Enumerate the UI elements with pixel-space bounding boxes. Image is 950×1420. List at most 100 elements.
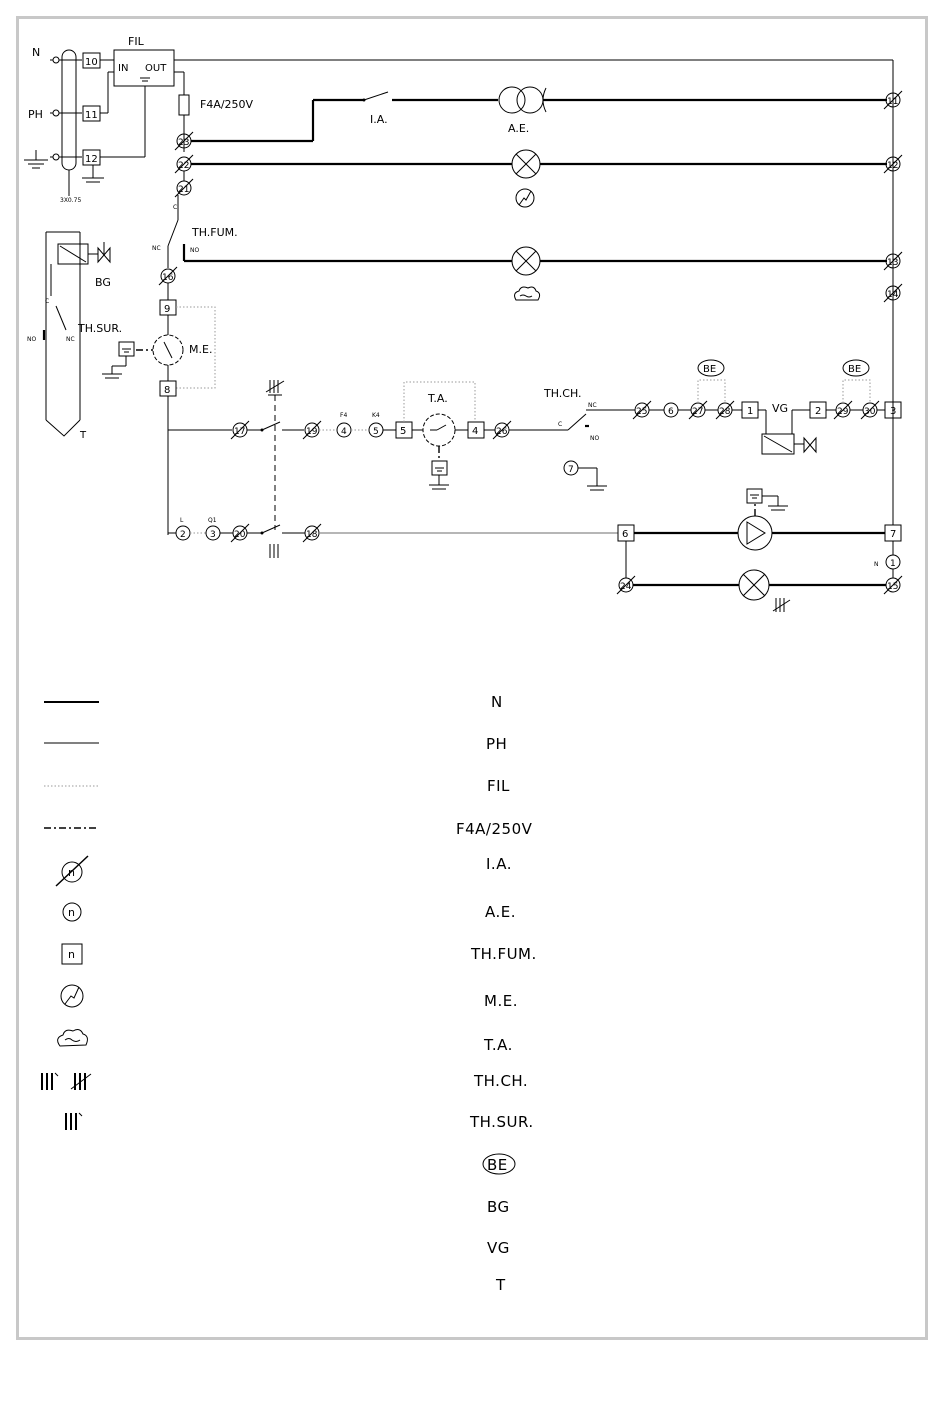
phase-chain: 23 22 21 C NC NO TH.FUM. 16 9 M.E. [102,131,238,535]
svg-text:3: 3 [890,406,896,417]
svg-text:20: 20 [234,530,246,540]
motor-me [152,334,184,366]
svg-text:14: 14 [887,290,899,300]
be-badge: BE [482,1153,516,1175]
svg-text:Q1: Q1 [208,517,217,524]
legend-label-14: T [495,1276,506,1294]
svg-text:F4: F4 [340,412,347,419]
ia-label: I.A. [370,113,388,126]
svg-text:15: 15 [887,582,898,592]
legend-terminal-icon: n [62,902,82,922]
pump [737,515,773,551]
svg-text:19: 19 [306,427,318,437]
svg-text:27: 27 [692,407,703,417]
svg-text:17: 17 [234,427,245,437]
svg-text:NC: NC [588,402,597,409]
legend-label-9: TH.CH. [473,1072,528,1090]
svg-text:1: 1 [890,559,896,569]
svg-text:IN: IN [118,63,128,74]
safety-thermostat: T BG C NO NC TH.SUR. [27,231,122,441]
legend-label-13: VG [487,1239,510,1257]
thch-label: TH.CH. [543,387,582,400]
svg-text:K4: K4 [372,412,380,419]
svg-text:5: 5 [400,426,406,437]
vg-label: VG [772,402,788,415]
legend-label-7: M.E. [484,992,518,1010]
svg-text:18: 18 [306,530,318,540]
control-circuit: 17 19 F4 4 K4 5 5 T.A. [168,359,902,530]
fuse-label: F4A/250V [200,98,254,111]
svg-text:28: 28 [719,407,731,417]
svg-text:16: 16 [162,273,174,283]
legend: N PH FIL F4A/250V n I.A. n A.E. n TH.FUM… [41,693,536,1294]
svg-text:n: n [68,906,75,919]
cable-label: 3X0.75 [60,197,81,204]
fuse [178,94,190,116]
room-thermostat [422,413,456,447]
svg-text:BE: BE [848,364,861,375]
legend-label-0: N [491,693,503,711]
svg-text:6: 6 [668,407,674,417]
ae-label: A.E. [508,122,529,135]
svg-text:OUT: OUT [145,63,167,74]
svg-text:NC: NC [152,245,161,252]
svg-text:NC: NC [66,336,75,343]
spark-icon [515,188,535,208]
svg-text:25: 25 [636,407,647,417]
svg-text:4: 4 [472,426,478,437]
svg-text:21: 21 [178,185,189,195]
wire-count-single-icon [65,1112,83,1130]
svg-text:24: 24 [620,582,632,592]
lamp-circuit-fum: 13 14 [184,246,903,303]
legend-square-terminal-icon: n [61,943,83,965]
svg-text:7: 7 [568,465,574,475]
svg-text:NO: NO [590,435,599,442]
cloud-icon [57,1029,88,1047]
legend-label-1: PH [486,735,507,753]
label-ph: PH [28,108,43,121]
svg-text:6: 6 [622,529,628,540]
svg-text:1: 1 [747,406,753,417]
svg-text:30: 30 [864,407,876,417]
svg-text:C: C [173,204,177,211]
lamp-circuit-22: 12 [191,149,903,208]
svg-text:22: 22 [178,161,189,171]
svg-text:NO: NO [27,336,36,343]
svg-text:5: 5 [373,427,379,437]
svg-text:T: T [79,430,87,441]
wire-count-icon [41,1072,92,1090]
fil-label: FIL [128,35,145,48]
svg-text:3: 3 [210,530,216,540]
legend-label-8: T.A. [483,1036,513,1054]
page-frame [16,16,928,1340]
bg-label: BG [95,276,111,289]
svg-text:12: 12 [887,161,898,171]
ae-circuit: I.A. A.E. 11 [191,86,903,143]
legend-label-3: F4A/250V [456,820,533,838]
svg-text:2: 2 [815,406,821,417]
svg-text:8: 8 [164,385,170,396]
legend-label-5: A.E. [485,903,516,921]
svg-text:11: 11 [85,110,98,121]
earth-icon [24,150,48,169]
filter-box [113,49,175,87]
legend-label-12: BG [487,1198,510,1216]
svg-text:BE: BE [703,364,716,375]
svg-text:n: n [68,948,75,961]
wire-count-single-icon [269,544,279,558]
legend-slashed-terminal-icon: n [55,855,89,887]
thsur-label: TH.SUR. [77,322,122,335]
svg-text:n: n [68,866,75,879]
svg-text:4: 4 [341,427,347,437]
pump-circuit: L 2 Q1 3 20 18 6 [168,488,903,612]
svg-text:M.E.: M.E. [189,343,212,356]
cloud-icon [514,286,541,301]
legend-label-2: FIL [487,777,510,795]
legend-label-4: I.A. [486,855,512,873]
svg-text:L: L [180,517,184,524]
svg-text:C: C [558,421,562,428]
svg-text:C: C [45,298,49,305]
spark-icon [60,984,84,1008]
svg-text:11: 11 [887,97,898,107]
